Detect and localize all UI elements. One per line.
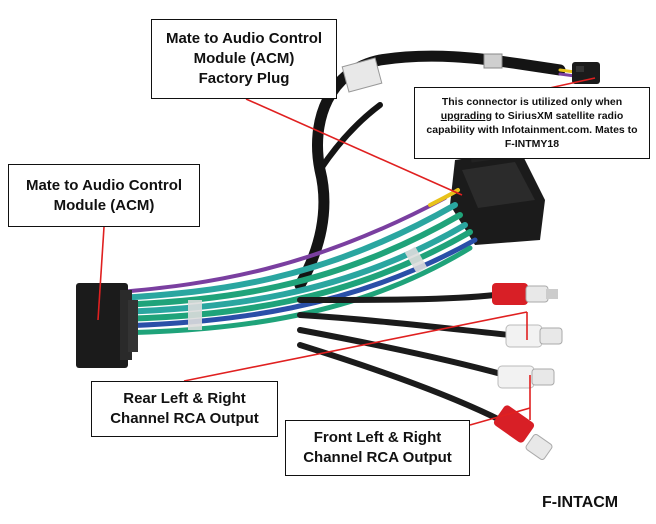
callout-acm: Mate to Audio Control Module (ACM) [8,164,200,227]
part-number-label: F-INTACM [542,494,619,511]
callout-siriusxm-line1: This connector is utilized only when [441,96,623,108]
rca-plug-rear-white [505,324,563,348]
rca-plug-rear-red [492,283,558,305]
callout-siriusxm-emphasis: upgrading [440,110,493,122]
callout-rear-rca-line1: Rear Left & Right [123,390,246,407]
callout-acm-line1: Mate to Audio Control [25,176,183,194]
callout-siriusxm-line3: capability with Infotainment.com. Mates … [426,124,638,136]
rca-plug-front-white [497,365,555,389]
callout-rear-rca: Rear Left & Right Channel RCA Output [91,381,278,437]
pointer-lines [97,77,596,426]
acm-connector [76,283,138,368]
callout-acm-line2: Module (ACM) [53,196,155,214]
rca-plug-front-red [493,405,553,461]
callout-rear-rca-line2: Channel RCA Output [110,410,259,427]
callout-acm-factory-plug: Mate to Audio Control Module (ACM) Facto… [151,19,337,99]
callout-front-rca-line2: Channel RCA Output [303,449,452,466]
callout-front-rca-line1: Front Left & Right [313,429,442,446]
callout-acm-factory-plug-line1: Mate to Audio Control [165,30,323,47]
callout-front-rca: Front Left & Right Channel RCA Output [285,420,470,476]
callout-siriusxm: This connector is utilized only when upg… [414,87,650,159]
callout-siriusxm-line4: F-INTMY18 [504,138,560,150]
callout-siriusxm-line2-rest: to SiriusXM satellite radio [492,110,624,122]
callout-acm-factory-plug-line2: Module (ACM) [193,50,295,67]
callout-acm-factory-plug-line3: Factory Plug [198,70,290,87]
wire-bundle [117,188,478,336]
callout-siriusxm-line2: upgrading to SiriusXM satellite radio [441,109,624,123]
rca-cables [297,292,513,423]
